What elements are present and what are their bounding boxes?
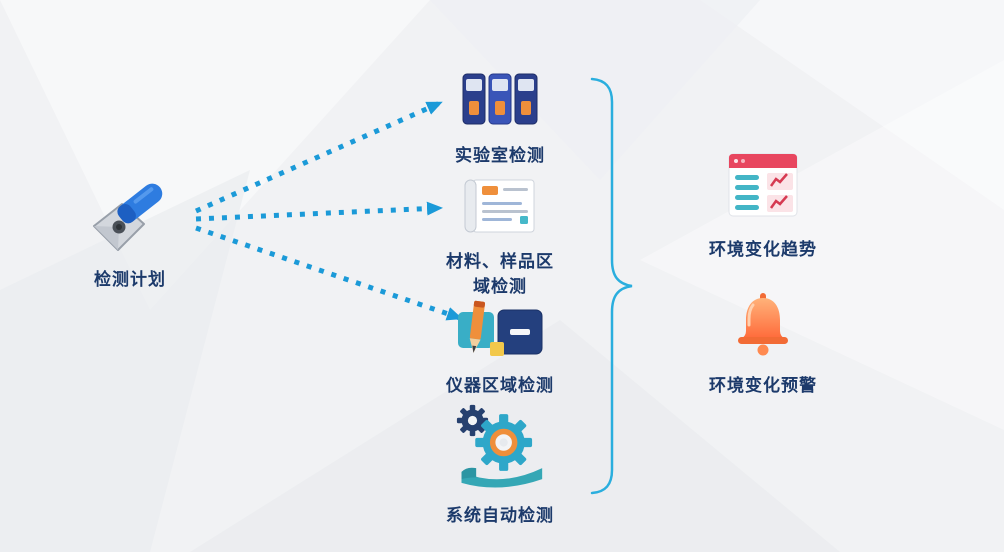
arrow-to-material [195,201,443,222]
node-env-alert: 环境变化预警 [663,292,863,399]
grouping-brace [590,77,633,495]
node-label: 仪器区域检测 [446,376,554,395]
node-lab-testing: 实验室检测 [400,70,600,169]
node-material-sample-area: 材料、样品区 域检测 [400,176,600,299]
node-label: 材料、样品区 域检测 [446,252,554,296]
binders-icon [462,73,538,125]
node-label: 检测计划 [94,270,166,289]
node-label: 系统自动检测 [446,506,554,525]
pen-tool-icon [93,183,163,251]
node-env-trend: 环境变化趋势 [663,150,863,263]
node-label: 环境变化趋势 [709,240,817,259]
data-table-icon [728,153,798,217]
pencil-folder-icon [458,300,543,356]
gears-icon [456,404,543,488]
node-label: 实验室检测 [455,146,545,165]
node-auto-detection: 系统自动检测 [400,404,600,529]
spec-sheet-icon [464,179,535,233]
arrow-to-lab [194,100,443,214]
node-instrument-area: 仪器区域检测 [400,298,600,399]
node-inspection-plan: 检测计划 [30,176,230,293]
node-label: 环境变化预警 [709,376,817,395]
alert-bell-icon [738,293,788,356]
